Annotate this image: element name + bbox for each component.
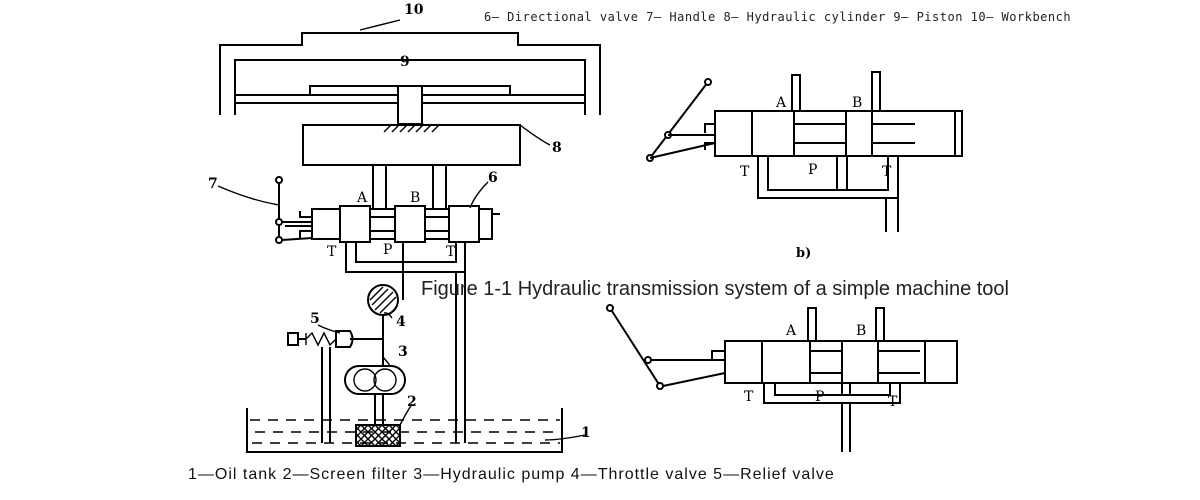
port-a-b: A (775, 95, 787, 111)
oil-tank (246, 408, 563, 453)
relief-valve (287, 330, 383, 443)
port-t1-b: T (740, 164, 750, 180)
workbench (219, 32, 601, 115)
port-p-main: P (383, 242, 392, 258)
port-b-c: B (856, 323, 866, 339)
valve-position-c (606, 304, 958, 452)
subfigure-b-label: b) (796, 246, 812, 261)
port-p-b: P (808, 162, 817, 178)
label-1: 1 (581, 425, 591, 441)
port-b-b: B (852, 95, 862, 111)
cylinder-pipes (372, 165, 447, 208)
valve-lower-pipes (345, 242, 466, 443)
port-t1-main: T (327, 244, 337, 260)
port-t2-c: T (888, 394, 898, 410)
handle (275, 176, 313, 244)
label-3: 3 (398, 344, 408, 360)
port-p-c: P (815, 389, 824, 405)
bottom-legend: 1—Oil tank 2—Screen filter 3—Hydraulic p… (188, 466, 835, 483)
label-10: 10 (404, 2, 424, 18)
port-t2-main: T (446, 244, 456, 260)
label-2: 2 (407, 394, 417, 410)
label-5: 5 (310, 311, 320, 327)
leader-lines (217, 19, 586, 441)
hydraulic-pump (344, 365, 406, 425)
label-7: 7 (208, 176, 218, 192)
port-t2-b: T (882, 164, 892, 180)
port-a-main: A (356, 190, 368, 206)
label-6: 6 (488, 170, 498, 186)
label-9: 9 (400, 54, 410, 70)
port-a-c: A (785, 323, 797, 339)
screen-filter (355, 424, 401, 447)
piston (383, 85, 441, 133)
directional-valve (285, 205, 500, 243)
top-legend: 6— Directional valve 7— Handle 8— Hydrau… (484, 10, 1072, 24)
port-t1-c: T (744, 389, 754, 405)
valve-position-b (646, 71, 963, 232)
throttle-valve (367, 284, 399, 365)
port-b-main: B (410, 190, 420, 206)
label-8: 8 (552, 140, 562, 156)
figure-caption: Figure 1-1 Hydraulic transmission system… (421, 278, 1009, 300)
label-4: 4 (396, 314, 406, 330)
